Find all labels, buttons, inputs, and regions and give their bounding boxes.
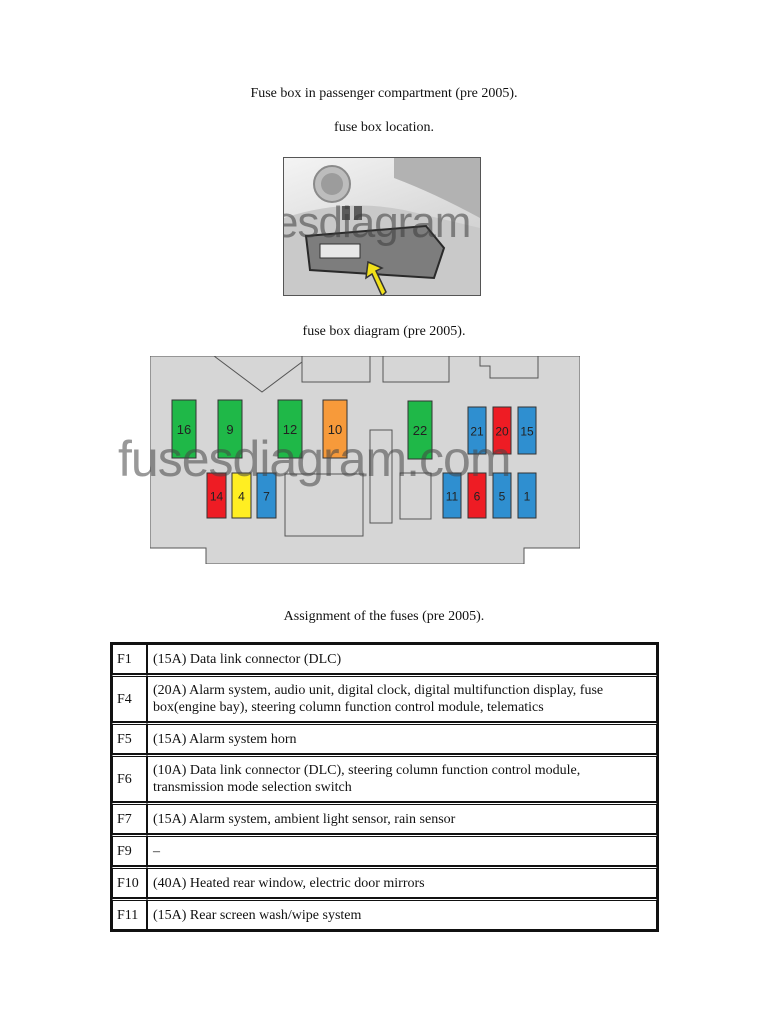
fuse-id-cell: F4 <box>112 674 147 722</box>
fuse-6 <box>467 472 487 519</box>
fuse-label-16: 16 <box>177 422 191 437</box>
fuse-9 <box>217 399 243 459</box>
table-row: F9– <box>112 834 657 866</box>
table-row: F5(15A) Alarm system horn <box>112 722 657 754</box>
fuse-description-cell: (15A) Alarm system, ambient light sensor… <box>147 802 657 834</box>
fuse-description-cell: – <box>147 834 657 866</box>
fuse-description-cell: (15A) Data link connector (DLC) <box>147 644 657 674</box>
fuse-1 <box>517 472 537 519</box>
table-row: F10(40A) Heated rear window, electric do… <box>112 866 657 898</box>
fuse-box-location-photo: esdiagram <box>283 157 481 296</box>
fuse-description-cell: (40A) Heated rear window, electric door … <box>147 866 657 898</box>
assignment-caption: Assignment of the fuses (pre 2005). <box>283 609 485 624</box>
fuse-label-10: 10 <box>328 422 342 437</box>
fuse-label-12: 12 <box>283 422 297 437</box>
fuse-21 <box>467 406 487 455</box>
fuse-label-11: 11 <box>446 490 459 504</box>
fuse-description-cell: (20A) Alarm system, audio unit, digital … <box>147 674 657 722</box>
fuse-label-7: 7 <box>263 490 270 504</box>
fuse-12 <box>277 399 303 459</box>
fuse-label-1: 1 <box>524 490 531 504</box>
fuse-label-4: 4 <box>238 490 245 504</box>
fuse-10 <box>322 399 348 459</box>
fuse-id-cell: F10 <box>112 866 147 898</box>
fuse-label-5: 5 <box>499 490 506 504</box>
table-row: F7(15A) Alarm system, ambient light sens… <box>112 802 657 834</box>
fuse-id-cell: F6 <box>112 754 147 802</box>
fuse-label-14: 14 <box>210 490 224 504</box>
table-row: F6(10A) Data link connector (DLC), steer… <box>112 754 657 802</box>
diagram-caption: fuse box diagram (pre 2005). <box>302 324 466 339</box>
fuse-id-cell: F7 <box>112 802 147 834</box>
fuse-label-15: 15 <box>520 425 534 439</box>
fuse-5 <box>492 472 512 519</box>
fuse-11 <box>442 472 462 519</box>
fuse-16 <box>171 399 197 459</box>
fuse-box-housing: 16 9 12 10 22 21 20 15 14 4 7 11 6 5 1 <box>149 355 581 565</box>
fuse-id-cell: F9 <box>112 834 147 866</box>
fuse-id-cell: F11 <box>112 898 147 930</box>
fuse-description-cell: (15A) Alarm system horn <box>147 722 657 754</box>
fuse-label-20: 20 <box>495 425 509 439</box>
location-caption: fuse box location. <box>334 120 434 135</box>
fuse-label-22: 22 <box>413 423 427 438</box>
table-row: F4(20A) Alarm system, audio unit, digita… <box>112 674 657 722</box>
fuse-14 <box>206 472 227 519</box>
fuse-assignment-table: F1(15A) Data link connector (DLC)F4(20A)… <box>110 642 659 932</box>
fuse-label-6: 6 <box>474 490 481 504</box>
fuse-description-cell: (10A) Data link connector (DLC), steerin… <box>147 754 657 802</box>
fuse-20 <box>492 406 512 455</box>
fuse-label-9: 9 <box>226 422 233 437</box>
fuse-15 <box>517 406 537 455</box>
fuse-22 <box>407 400 433 460</box>
fuse-description-cell: (15A) Rear screen wash/wipe system <box>147 898 657 930</box>
dashboard-illustration <box>284 158 480 295</box>
page-title: Fuse box in passenger compartment (pre 2… <box>250 86 518 101</box>
fuse-4 <box>231 472 252 519</box>
fuse-id-cell: F5 <box>112 722 147 754</box>
photo-watermark: esdiagram <box>283 198 471 247</box>
arrow-icon <box>365 260 387 295</box>
table-row: F11(15A) Rear screen wash/wipe system <box>112 898 657 930</box>
fuse-7 <box>256 472 277 519</box>
fuse-label-21: 21 <box>470 425 484 439</box>
table-row: F1(15A) Data link connector (DLC) <box>112 644 657 674</box>
fuse-id-cell: F1 <box>112 644 147 674</box>
